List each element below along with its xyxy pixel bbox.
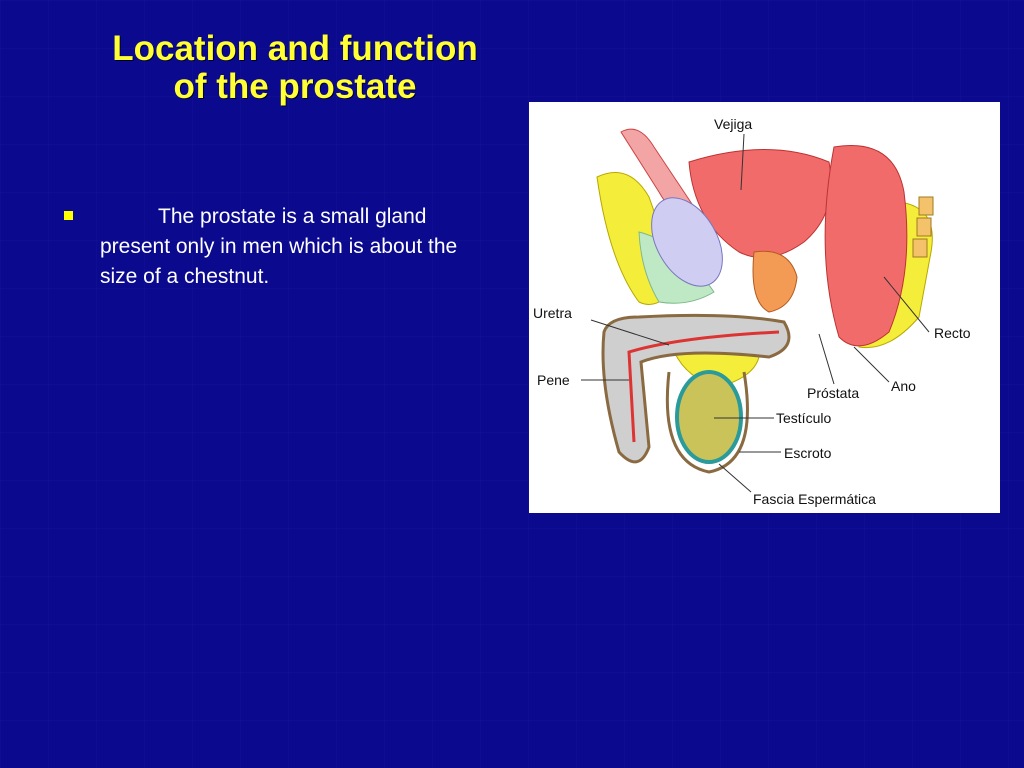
slide-title: Location and function of the prostate xyxy=(60,30,530,106)
title-line-2: of the prostate xyxy=(173,67,417,106)
prostate xyxy=(752,250,798,313)
urethra xyxy=(627,330,780,443)
square-bullet-icon xyxy=(64,211,73,220)
label-vejiga: Vejiga xyxy=(714,116,752,132)
testicle xyxy=(675,370,743,464)
label-pene: Pene xyxy=(537,372,570,388)
label-prostata: Próstata xyxy=(807,385,859,401)
label-recto: Recto xyxy=(934,325,971,341)
scrotum xyxy=(665,371,749,474)
bullet-text: The prostate is a small gland present on… xyxy=(100,205,458,288)
penis xyxy=(601,313,791,464)
label-testiculo: Testículo xyxy=(776,410,831,426)
bullet-item: The prostate is a small gland present on… xyxy=(60,202,500,292)
pubic-bone xyxy=(651,197,723,287)
rectum xyxy=(824,145,908,347)
title-line-1: Location and function xyxy=(112,29,478,68)
prostate-anatomy-figure: Vejiga Uretra Pene Recto Próstata Ano Te… xyxy=(529,102,1000,513)
label-ano: Ano xyxy=(891,378,916,394)
label-uretra: Uretra xyxy=(533,305,572,321)
label-escroto: Escroto xyxy=(784,445,832,461)
label-fascia: Fascia Espermática xyxy=(753,491,876,507)
